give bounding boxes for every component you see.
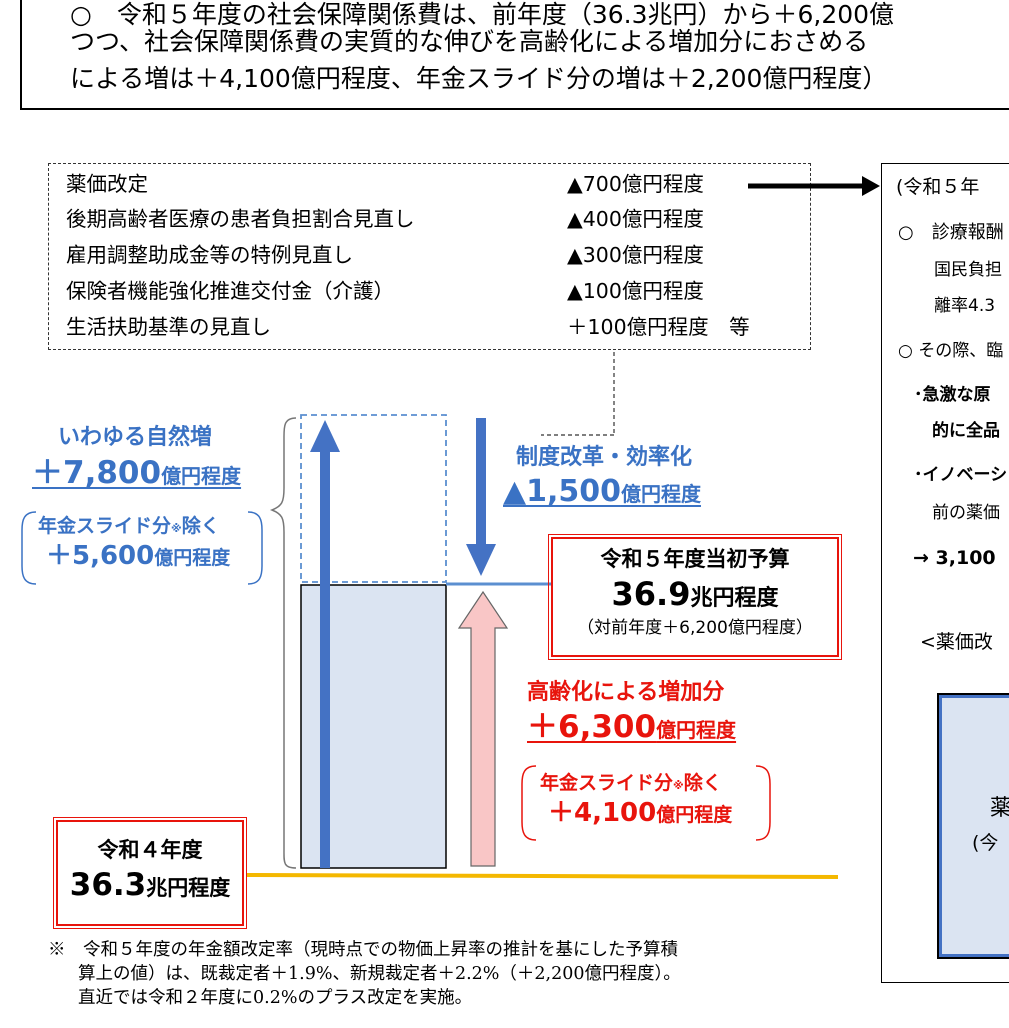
right-arrow-line: → 3,100 (913, 547, 996, 569)
reform-arrow-head (466, 544, 496, 576)
reform-item-amount: ▲400億円程度 (567, 207, 704, 231)
summary-line-3: による増は＋4,100億円程度、年金スライド分の増は＋2,200億円程度） (70, 64, 888, 93)
right-bullet1-a: ･急激な原 (914, 385, 991, 405)
natural-pension-amount: ＋5,600億円程度 (46, 543, 230, 569)
pension-paren-left (21, 511, 37, 585)
amount-unit: 億円程度 (656, 718, 737, 742)
amount-number: 36.3 (69, 867, 147, 903)
aging-pension-amount: ＋4,100億円程度 (548, 800, 732, 826)
reform-list-box (48, 163, 811, 350)
aging-pension-note: 年金スライド分※除く (540, 774, 722, 793)
summary-line-2: つつ、社会保障関係費の実質的な伸びを高齢化による増加分におさめる (70, 27, 869, 56)
reform-arrow-shaft (476, 418, 486, 546)
amount-unit: 億円程度 (154, 547, 231, 569)
right-bullet2-b: 前の薬価 (932, 503, 1000, 523)
right-bracket-title: <薬価改 (920, 631, 993, 653)
natural-increase-title: いわゆる自然増 (58, 425, 213, 450)
price-revision-box-fill (942, 698, 1009, 954)
amount-unit: 億円程度 (656, 804, 733, 826)
amount-number: ＋5,600 (46, 541, 155, 571)
budget-r5-title: 令和５年度当初予算 (600, 547, 790, 571)
reform-efficiency-amount: ▲1,500億円程度 (503, 477, 701, 507)
aging-increase-arrow (457, 590, 509, 867)
right-inner-a: 薬 (990, 796, 1009, 821)
natural-increase-arrow-shaft (320, 448, 330, 868)
right-inner-b: (今 (972, 832, 999, 854)
right-panel-header: (令和５年 (896, 176, 980, 198)
reform-item-label: 薬価改定 (66, 172, 148, 196)
pension-note-text: 年金スライド分 (540, 772, 674, 794)
footnote-line-2: 算上の値）は、既裁定者＋1.9%、新規裁定者＋2.2%（＋2,200億円程度）。 (78, 964, 681, 984)
footnote-text: 令和５年度の年金額改定率（現時点での物価上昇率の推計を基にした予算積 (83, 940, 678, 960)
right-item2: ○ その際、臨 (898, 341, 1004, 361)
budget-r5-amount: 36.9兆円程度 (551, 578, 839, 610)
amount-number: ▲1,500 (503, 474, 621, 509)
pointer-arrow-head (862, 176, 880, 196)
reform-item-amount: ▲100億円程度 (567, 279, 704, 303)
right-item1-line3: 離率4.3 (934, 296, 996, 316)
footnote-line-1: ※ 令和５年度の年金額改定率（現時点での物価上昇率の推計を基にした予算積 (48, 938, 681, 962)
reform-item-amount: ▲300億円程度 (567, 243, 704, 267)
budget-r5-box (548, 534, 842, 660)
natural-pension-note: 年金スライド分※除く (38, 517, 220, 536)
budget-r4-title: 令和４年度 (97, 838, 203, 862)
amount-unit: 兆円程度 (690, 586, 779, 611)
note-mark: ※ (171, 522, 182, 535)
amount-unit: 兆円程度 (146, 876, 231, 900)
amount-number: 36.9 (611, 575, 691, 613)
footnote-mark: ※ (48, 940, 66, 960)
item-mark: ○ (898, 222, 914, 243)
right-item1-line2: 国民負担 (934, 260, 1002, 280)
pension-paren-left (521, 765, 537, 841)
amount-number: ＋4,100 (548, 798, 657, 828)
right-bullet2-a: ･イノベーシ (914, 465, 1008, 485)
aging-increase-amount: ＋6,300億円程度 (527, 712, 736, 743)
reform-item-label: 保険者機能強化推進交付金（介護） (66, 279, 394, 303)
right-bullet1-b: 的に全品 (932, 421, 1000, 441)
amount-unit: 億円程度 (161, 464, 242, 488)
right-item1: ○ 診療報酬 (898, 224, 1004, 242)
footnote-line-3: 直近では令和２年度に0.2%のプラス改定を実施。 (78, 988, 473, 1008)
summary-box: ○ 令和５年度の社会保障関係費は、前年度（36.3兆円）から＋6,200億 つつ… (20, 0, 1009, 110)
amount-unit: 億円程度 (620, 482, 701, 506)
pension-note-suffix: 除く (683, 772, 722, 794)
footnote: ※ 令和５年度の年金額改定率（現時点での物価上昇率の推計を基にした予算積 算上の… (48, 938, 681, 1010)
pension-note-suffix: 除く (181, 515, 220, 537)
pension-paren-right (755, 765, 771, 841)
budget-r4-amount: 36.3兆円程度 (56, 870, 244, 901)
pension-note-text: 年金スライド分 (38, 515, 172, 537)
reform-item-amount: ▲700億円程度 (567, 172, 704, 196)
budget-r4-box (53, 817, 247, 929)
note-mark: ※ (673, 779, 684, 792)
summary-line-1: ○ 令和５年度の社会保障関係費は、前年度（36.3兆円）から＋6,200億 (70, 0, 895, 29)
natural-increase-amount: ＋7,800億円程度 (32, 458, 241, 489)
reform-item-amount: ＋100億円程度 等 (567, 315, 750, 339)
natural-increase-dashed-area (300, 414, 447, 583)
item-text: 診療報酬 (931, 222, 1004, 243)
natural-increase-arrow-head (310, 420, 340, 452)
curly-brace (269, 417, 297, 869)
amount-number: ＋7,800 (32, 455, 162, 491)
budget-r5-note: （対前年度＋6,200億円程度） (577, 618, 813, 638)
right-panel (881, 163, 1009, 983)
baseline-r4 (245, 873, 839, 879)
reform-item-label: 生活扶助基準の見直し (66, 315, 271, 339)
pension-paren-right (247, 511, 263, 585)
aging-increase-title: 高齢化による増加分 (527, 680, 725, 705)
reform-efficiency-title: 制度改革・効率化 (516, 445, 693, 470)
amount-number: ＋6,300 (527, 709, 657, 745)
reform-item-label: 雇用調整助成金等の特例見直し (66, 243, 353, 267)
reform-item-label: 後期高齢者医療の患者負担割合見直し (66, 207, 415, 231)
